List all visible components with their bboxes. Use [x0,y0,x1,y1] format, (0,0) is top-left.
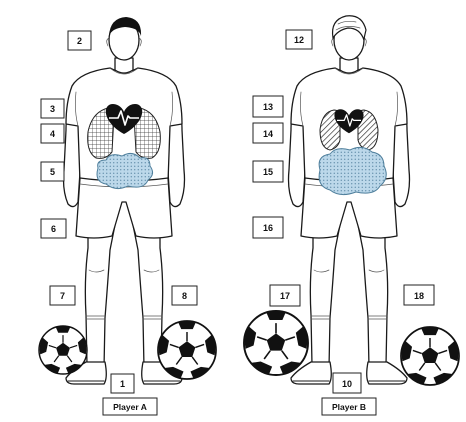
svg-text:12: 12 [294,35,304,45]
soccer-ball-icon [401,327,459,385]
player-b-stomach-icon [319,147,386,194]
svg-text:7: 7 [60,291,65,301]
label-13: 13 [253,96,283,117]
label-6: 6 [41,219,66,238]
svg-text:14: 14 [263,129,273,139]
svg-text:6: 6 [51,224,56,234]
label-16: 16 [253,217,283,238]
svg-text:13: 13 [263,102,273,112]
player-b-body [289,20,410,384]
svg-text:10: 10 [342,379,352,389]
svg-text:2: 2 [77,36,82,46]
svg-text:17: 17 [280,291,290,301]
svg-text:Player B: Player B [332,402,366,412]
player-b-name-tag: Player B [322,398,376,415]
label-3: 3 [41,99,64,118]
label-2: 2 [68,31,91,50]
label-15: 15 [253,161,283,182]
player-a-name-tag: Player A [103,398,157,415]
label-4: 4 [41,124,64,143]
svg-text:15: 15 [263,167,273,177]
label-1: 1 [111,374,134,393]
label-5: 5 [41,162,64,181]
svg-text:5: 5 [50,167,55,177]
label-8: 8 [172,286,197,305]
svg-text:4: 4 [50,129,55,139]
label-7: 7 [50,286,75,305]
label-12: 12 [286,30,312,49]
soccer-ball-icon [39,326,87,374]
svg-text:8: 8 [182,291,187,301]
label-17: 17 [270,285,300,306]
label-14: 14 [253,123,283,143]
svg-text:18: 18 [414,291,424,301]
svg-text:1: 1 [120,379,125,389]
player-b [289,16,410,384]
label-18: 18 [404,285,434,305]
label-10: 10 [333,373,361,393]
svg-text:3: 3 [50,104,55,114]
soccer-ball-icon [158,321,216,379]
svg-text:16: 16 [263,223,273,233]
soccer-ball-icon [244,311,308,375]
svg-text:Player A: Player A [113,402,147,412]
